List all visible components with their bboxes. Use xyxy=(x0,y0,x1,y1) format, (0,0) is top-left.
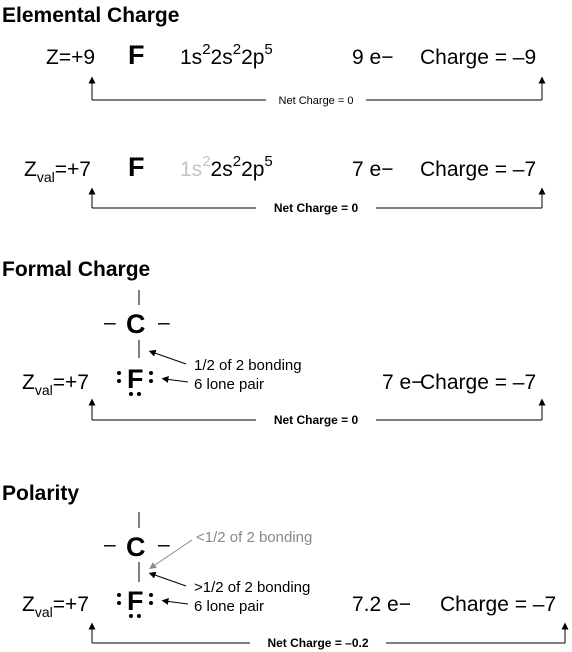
element-symbol: F xyxy=(128,40,145,70)
annotation-arrows xyxy=(148,349,189,383)
z-val-label: Zval=+7 xyxy=(24,158,91,185)
weak-bonding-annotation: <1/2 of 2 bonding xyxy=(196,529,312,546)
heading-formal-charge: Formal Charge xyxy=(2,258,150,281)
net-charge-bracket xyxy=(88,76,546,101)
charge-label: Charge = –9 xyxy=(420,46,536,69)
fluorine-atom: F xyxy=(127,364,144,394)
electron-count: 7 e− xyxy=(352,158,393,181)
bond-dash-right: – xyxy=(158,533,170,556)
net-charge-label: Net Charge = –0.2 xyxy=(267,636,368,650)
bonding-annotation: 1/2 of 2 bonding xyxy=(194,357,302,374)
gray-annotation-arrow xyxy=(149,539,193,569)
heading-elemental-charge: Elemental Charge xyxy=(2,4,179,27)
electron-count: 7 e− xyxy=(382,371,423,394)
electron-count: 9 e− xyxy=(352,46,393,69)
annotation-arrows xyxy=(148,571,189,605)
charge-label: Charge = –7 xyxy=(420,371,536,394)
bond-dash-right: – xyxy=(158,311,170,334)
net-charge-label: Net Charge = 0 xyxy=(279,95,354,107)
net-charge-bracket xyxy=(88,398,546,421)
element-symbol: F xyxy=(128,152,145,182)
lone-pair-dots xyxy=(117,593,153,618)
charge-label: Charge = –7 xyxy=(420,158,536,181)
net-charge-label: Net Charge = 0 xyxy=(274,413,359,427)
carbon-atom: C xyxy=(126,532,146,562)
z-val-label: Zval=+7 xyxy=(22,371,89,398)
electron-configuration: 1s22s22p5 xyxy=(180,41,273,69)
bond-dash-left: – xyxy=(104,311,116,334)
charge-label: Charge = –7 xyxy=(440,593,556,616)
z-label: Z=+9 xyxy=(46,46,95,69)
net-charge-label: Net Charge = 0 xyxy=(274,201,359,215)
fluorine-atom: F xyxy=(127,586,144,616)
electron-count: 7.2 e− xyxy=(352,593,411,616)
strong-bonding-annotation: >1/2 of 2 bonding xyxy=(194,579,310,596)
lone-pair-dots xyxy=(117,371,153,396)
net-charge-bracket xyxy=(88,622,569,644)
z-val-label: Zval=+7 xyxy=(22,593,89,620)
net-charge-bracket xyxy=(88,187,546,209)
lone-pair-annotation: 6 lone pair xyxy=(194,376,264,393)
heading-polarity: Polarity xyxy=(2,482,79,505)
carbon-atom: C xyxy=(126,309,146,339)
lone-pair-annotation: 6 lone pair xyxy=(194,598,264,615)
bond-dash-left: – xyxy=(104,533,116,556)
electron-configuration: 1s22s22p5 xyxy=(180,153,273,181)
